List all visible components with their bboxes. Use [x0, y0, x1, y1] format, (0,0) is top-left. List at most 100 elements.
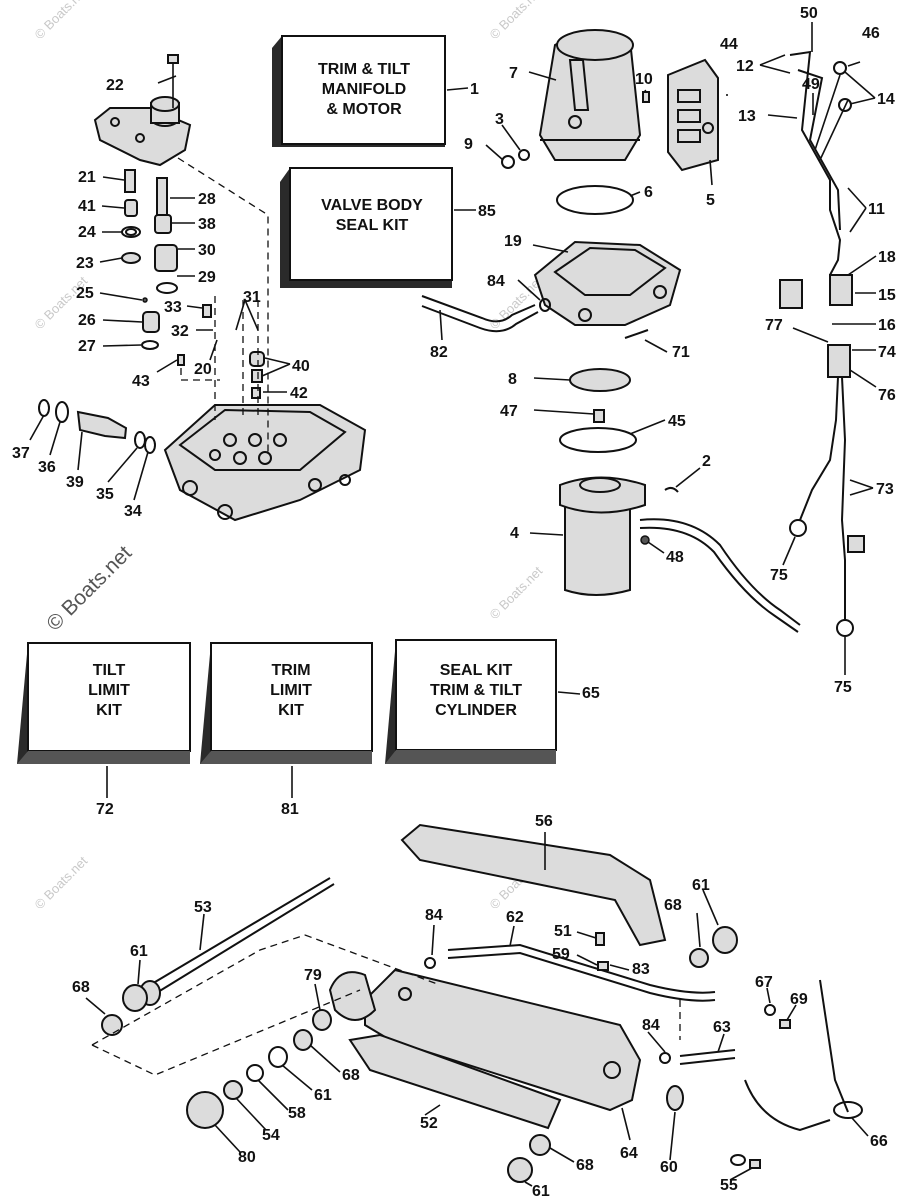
- assembly-dash: [91, 989, 361, 1076]
- callout-28: 28: [198, 191, 216, 208]
- seal-45-part: [559, 427, 637, 453]
- kit-line: & MOTOR: [326, 101, 402, 118]
- ring-84-part: [424, 957, 436, 969]
- callout-16: 16: [878, 317, 896, 334]
- kit-line: LIMIT: [88, 682, 130, 699]
- callout-14: 14: [877, 91, 895, 108]
- callout-81: 81: [281, 801, 299, 818]
- callout-19: 19: [504, 233, 522, 250]
- kit-line: LIMIT: [270, 682, 312, 699]
- screw-51-part: [595, 932, 605, 946]
- kit-line: SEAL KIT: [336, 217, 409, 234]
- callout-63: 63: [713, 1019, 731, 1036]
- callout-labels: 22 1 85 21 41 24 23 25 26 27 28 38 30 29…: [12, 5, 896, 1200]
- nut-59-part: [597, 961, 609, 971]
- callout-23: 23: [76, 255, 94, 272]
- watermark: © Boats.net: [487, 0, 546, 42]
- callout-77: 77: [765, 317, 783, 334]
- callout-15: 15: [878, 287, 896, 304]
- screw-71-part: [624, 329, 649, 339]
- callout-32: 32: [171, 323, 189, 340]
- callout-21: 21: [78, 169, 96, 186]
- callout-61: 61: [692, 877, 710, 894]
- fitting-63-part: [679, 1049, 736, 1057]
- callout-34: 34: [124, 503, 142, 520]
- callout-33: 33: [164, 299, 182, 316]
- motor-lead-part: [639, 526, 799, 633]
- callout-12: 12: [736, 58, 754, 75]
- nut-54-part: [223, 1080, 243, 1100]
- callout-52: 52: [420, 1115, 438, 1132]
- callout-79: 79: [304, 967, 322, 984]
- kit-line: TRIM & TILT: [318, 61, 410, 78]
- callout-24: 24: [78, 224, 96, 241]
- bushing-68-part: [101, 1014, 123, 1036]
- callout-49: 49: [802, 76, 820, 93]
- wiring-block-part: [667, 58, 719, 172]
- callout-26: 26: [78, 312, 96, 329]
- callout-30: 30: [198, 242, 216, 259]
- kit-box-valve-body-seal-kit: VALVE BODY SEAL KIT: [280, 167, 453, 288]
- ring-84-part: [659, 1052, 671, 1064]
- bushing-68-part: [293, 1029, 313, 1051]
- pin-79-part: [312, 1009, 332, 1031]
- callout-76: 76: [878, 387, 896, 404]
- callout-61: 61: [130, 943, 148, 960]
- assembly-dash: [91, 934, 306, 1046]
- callout-69: 69: [790, 991, 808, 1008]
- callout-75: 75: [770, 567, 788, 584]
- watermark-large: © Boats.net: [42, 541, 136, 635]
- kit-box-trim-tilt-manifold-motor: TRIM & TILT MANIFOLD & MOTOR: [272, 35, 446, 147]
- bushing-61-part: [122, 984, 148, 1012]
- callout-58: 58: [288, 1105, 306, 1122]
- motor-lead-part: [639, 518, 801, 626]
- washer-58-part: [246, 1064, 264, 1082]
- callout-61: 61: [532, 1183, 550, 1200]
- kit-box-trim-limit-kit: TRIM LIMIT KIT: [200, 642, 373, 764]
- kit-line: KIT: [96, 702, 122, 719]
- callout-31: 31: [243, 289, 261, 306]
- manifold-block-part: [163, 304, 367, 522]
- piston-rod-53-part: [139, 877, 335, 1006]
- motor-4-part: [559, 476, 650, 596]
- callout-11: 11: [868, 201, 885, 218]
- callout-54: 54: [262, 1127, 280, 1144]
- callout-22: 22: [106, 77, 124, 94]
- callout-67: 67: [755, 974, 773, 991]
- fitting-part: [38, 399, 156, 454]
- valve-stack-parts: [121, 169, 178, 350]
- callout-75: 75: [834, 679, 852, 696]
- o-ring-6-part: [556, 185, 634, 215]
- callout-55: 55: [720, 1177, 738, 1194]
- pin-60-part: [666, 1085, 684, 1111]
- callout-13: 13: [738, 108, 756, 125]
- callout-6: 6: [644, 184, 653, 201]
- callout-68: 68: [342, 1067, 360, 1084]
- reservoir-part: [538, 29, 642, 161]
- callout-61: 61: [314, 1087, 332, 1104]
- callout-42: 42: [290, 385, 308, 402]
- bushing-68-part: [689, 948, 709, 968]
- fitting-63-part: [679, 1057, 736, 1065]
- watermark: © Boats.net: [32, 853, 91, 912]
- callout-45: 45: [668, 413, 686, 430]
- clamp-8-part: [569, 368, 631, 392]
- bushing-61-part: [712, 926, 738, 954]
- callout-74: 74: [878, 344, 896, 361]
- callout-29: 29: [198, 269, 216, 286]
- callout-41: 41: [78, 198, 96, 215]
- ground-wire-part: [744, 1079, 831, 1132]
- callout-9: 9: [464, 136, 473, 153]
- callout-68: 68: [664, 897, 682, 914]
- kit-line: KIT: [278, 702, 304, 719]
- callout-60: 60: [660, 1159, 678, 1176]
- callout-46: 46: [862, 25, 880, 42]
- callout-65: 65: [582, 685, 600, 702]
- kit-line: TRIM: [271, 662, 310, 679]
- watermark: © Boats.net: [32, 0, 91, 42]
- callout-84: 84: [487, 273, 505, 290]
- callout-82: 82: [430, 344, 448, 361]
- tube-82-part: [421, 295, 551, 333]
- callout-73: 73: [876, 481, 894, 498]
